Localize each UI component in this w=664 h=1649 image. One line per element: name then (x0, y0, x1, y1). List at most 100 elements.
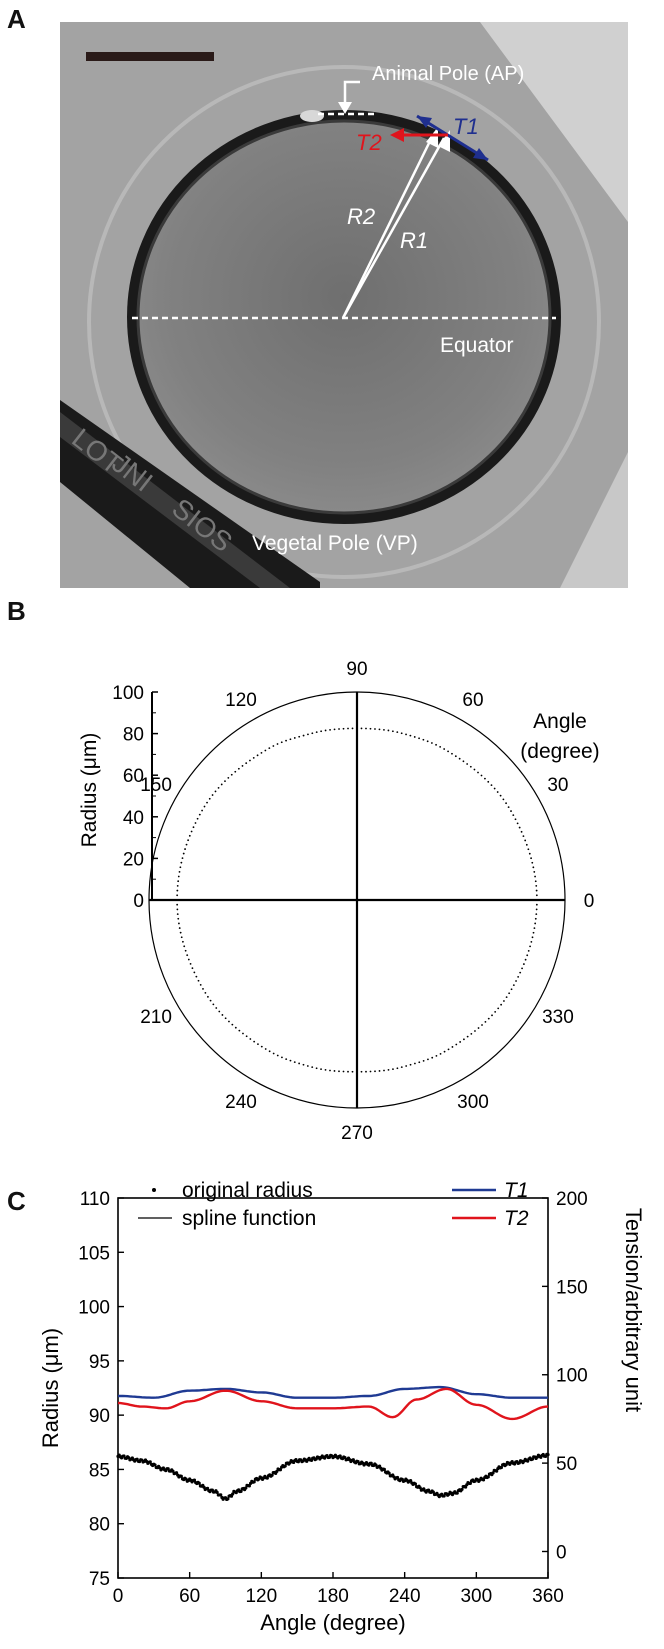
radius-point (532, 866, 535, 869)
y-tick-label: 100 (78, 1298, 110, 1319)
radius-point (220, 783, 223, 786)
radius-point (374, 728, 376, 730)
radius-point (530, 940, 533, 943)
radius-point (329, 1069, 331, 1072)
radius-point (333, 728, 336, 731)
radius-point (378, 1070, 381, 1072)
x-tick-label: 60 (179, 1586, 200, 1607)
radius-point (177, 917, 180, 920)
radius-point (409, 734, 412, 737)
radius-point (387, 729, 390, 732)
radius-point (228, 1020, 230, 1023)
radius-point (224, 1017, 227, 1020)
radius-point (176, 908, 179, 911)
radius-point (365, 727, 367, 730)
radius-point (221, 1014, 224, 1016)
radial-axis-label: Radius (μm) (78, 733, 101, 848)
radius-point (491, 1014, 493, 1017)
radius-point (477, 771, 479, 774)
radius-point (211, 794, 214, 796)
x-tick-label: 300 (460, 1586, 492, 1607)
micrograph-image: LOT JNI SIOS Animal Pole (AP) T1 T2 R2 R… (60, 22, 628, 588)
radius-point (302, 1063, 305, 1066)
radius-point (209, 999, 212, 1002)
radius-point (500, 1003, 503, 1006)
radius-point (447, 1048, 450, 1051)
radius-point (459, 1041, 462, 1043)
radius-point (199, 983, 202, 986)
radius-point (272, 745, 275, 747)
radius-point (208, 797, 211, 800)
radius-point (451, 752, 453, 755)
radial-tick-label: 0 (133, 891, 144, 912)
radius-point (280, 741, 283, 744)
radius-point (360, 727, 363, 730)
radius-point (245, 1035, 248, 1038)
radius-point (405, 733, 407, 736)
radius-point (302, 734, 305, 737)
radius-point (496, 791, 499, 793)
y2-tick-label: 150 (556, 1277, 588, 1298)
radius-point (181, 857, 184, 860)
radius-point (218, 1010, 221, 1013)
radius-point (268, 1050, 271, 1053)
t2-arrowhead (390, 128, 404, 142)
radius-point (207, 995, 209, 998)
radius-point (528, 852, 531, 855)
radius-point (342, 1070, 345, 1073)
radius-point (487, 1017, 490, 1020)
radius-point (422, 1059, 425, 1062)
polar-body (300, 110, 324, 122)
radius-point (458, 757, 461, 760)
radius-point (473, 768, 476, 771)
y2-tick-label: 0 (556, 1542, 567, 1563)
radius-point (311, 732, 314, 735)
radius-point (435, 1054, 438, 1057)
radius-point (369, 1070, 372, 1073)
radius-point (182, 852, 185, 855)
radius-point (179, 931, 182, 934)
t1-label: T1 (453, 114, 479, 139)
t1-arrowhead-right (473, 148, 488, 160)
radius-point (217, 786, 220, 789)
angle-tick-label: 240 (225, 1092, 257, 1113)
radius-point (414, 1062, 416, 1065)
angle-tick-label: 300 (457, 1092, 489, 1113)
radius-point (374, 1070, 376, 1073)
radius-point (176, 884, 179, 887)
radius-point (507, 806, 510, 808)
radius-point (188, 834, 191, 837)
series-line-t1 (118, 1385, 548, 1399)
spline-function-line (117, 1454, 549, 1500)
radius-point (307, 733, 309, 736)
radius-point (512, 984, 515, 987)
radius-point (533, 927, 536, 929)
radius-point (329, 728, 331, 731)
radius-point (193, 971, 196, 974)
radius-point (293, 737, 296, 739)
radius-point (338, 728, 340, 730)
radius-point (194, 822, 197, 824)
y-tick-label: 105 (78, 1243, 110, 1264)
radius-point (512, 814, 515, 817)
radius-point (454, 755, 457, 758)
radius-point (526, 954, 529, 957)
radius-point (515, 980, 517, 982)
radius-point (298, 1062, 301, 1065)
radius-point (369, 727, 372, 730)
radius-point (531, 861, 534, 864)
radius-point (490, 784, 493, 787)
radius-point (289, 1059, 292, 1062)
radius-point (463, 1038, 465, 1041)
radius-point (180, 861, 183, 864)
radius-point (499, 794, 502, 797)
radius-point (242, 1032, 244, 1035)
radius-point (484, 777, 486, 780)
radius-point (187, 958, 190, 961)
radius-point (383, 1069, 385, 1072)
radius-point (268, 747, 271, 750)
radius-point (527, 848, 530, 851)
radius-point (176, 889, 179, 892)
radius-point (324, 729, 327, 732)
